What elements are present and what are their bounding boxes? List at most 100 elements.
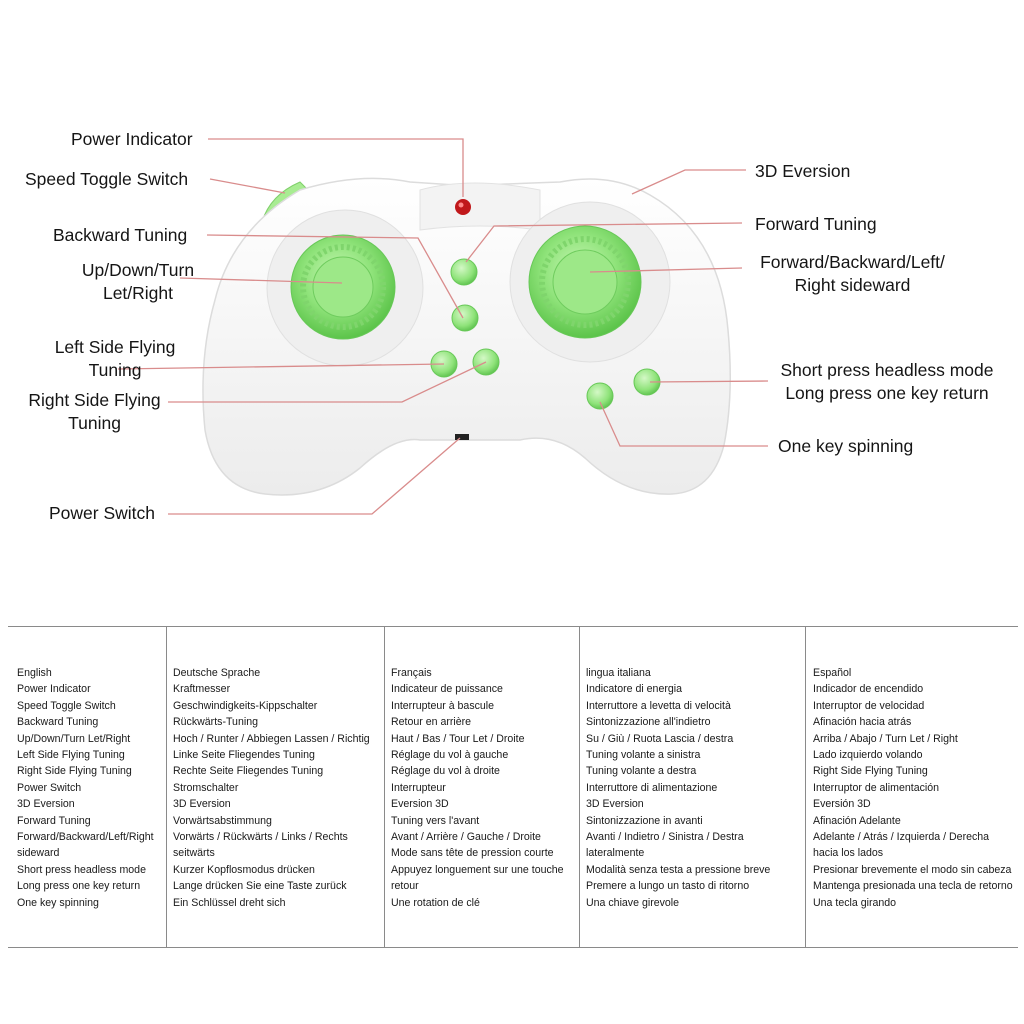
language-term: Stromschalter bbox=[173, 781, 239, 794]
language-term: Modalità senza testa a pressione breve bbox=[586, 863, 771, 876]
leader-speed-toggle bbox=[209, 178, 286, 194]
language-term: Mantenga presionada una tecla de retorno bbox=[813, 880, 1013, 893]
language-term: Afinación hacia atrás bbox=[813, 716, 912, 729]
label-forward-tuning: Forward Tuning bbox=[755, 214, 877, 234]
forward-tuning-button-shape bbox=[450, 258, 478, 286]
label-3d-eversion: 3D Eversion bbox=[755, 161, 851, 181]
language-term: Linke Seite Fliegendes Tuning bbox=[173, 749, 315, 762]
language-term: Indicador de encendido bbox=[813, 683, 924, 696]
language-term: Tuning volante a sinistra bbox=[586, 749, 701, 762]
language-term: Lange drücken Sie eine Taste zurück bbox=[173, 880, 347, 893]
language-heading: Deutsche Sprache bbox=[173, 667, 261, 679]
language-term: sideward bbox=[17, 847, 60, 860]
language-term: Mode sans tête de pression courte bbox=[391, 847, 554, 860]
language-term: 3D Eversion bbox=[17, 798, 75, 811]
language-term: Short press headless mode bbox=[17, 863, 146, 876]
language-term: Geschwindigkeits-Kippschalter bbox=[173, 699, 318, 712]
language-term: Vorwärtsabstimmung bbox=[173, 814, 272, 827]
language-heading: Español bbox=[813, 667, 852, 679]
leader-fblr bbox=[589, 267, 743, 273]
language-term: Tuning volante a destra bbox=[586, 765, 697, 778]
language-term: Lado izquierdo volando bbox=[813, 749, 923, 762]
language-term: Une rotation de clé bbox=[391, 896, 480, 909]
language-heading: lingua italiana bbox=[586, 667, 651, 679]
language-term: Vorwärts / Rückwärts / Links / Rechts bbox=[173, 831, 348, 844]
language-term: Indicatore di energia bbox=[586, 683, 682, 696]
language-term: Adelante / Atrás / Izquierda / Derecha bbox=[813, 831, 990, 844]
left-joystick-shape bbox=[290, 234, 396, 340]
language-term: Left Side Flying Tuning bbox=[17, 749, 125, 762]
language-term: Rechte Seite Fliegendes Tuning bbox=[173, 765, 324, 778]
controller-diagram bbox=[117, 138, 769, 515]
language-term: Eversion 3D bbox=[391, 798, 449, 811]
power-indicator-led bbox=[455, 199, 471, 215]
backward-tuning-button-shape bbox=[451, 304, 479, 332]
language-term: Ein Schlüssel dreht sich bbox=[173, 896, 286, 909]
language-term: seitwärts bbox=[173, 847, 215, 860]
language-term: Avanti / Indietro / Sinistra / Destra bbox=[586, 831, 744, 844]
language-term: Retour en arrière bbox=[391, 716, 472, 729]
label-power-switch: Power Switch bbox=[49, 503, 156, 523]
leader-power-switch bbox=[168, 437, 461, 515]
label-power-indicator: Power Indicator bbox=[71, 129, 193, 149]
label-updown-turn: Up/Down/Turn Let/Right bbox=[81, 260, 195, 303]
language-term: Indicateur de puissance bbox=[391, 683, 503, 696]
power-switch-shape bbox=[455, 434, 469, 440]
label-left-side-flying-tuning: Left Side Flying Tuning bbox=[54, 337, 176, 380]
leader-forward-tuning bbox=[465, 222, 743, 263]
language-term: hacia los lados bbox=[813, 847, 884, 860]
language-term: Interruttore a levetta di velocità bbox=[586, 699, 731, 712]
language-term: Sintonizzazione all'indietro bbox=[586, 716, 711, 729]
language-term: Su / Giù / Ruota Lascia / destra bbox=[586, 732, 734, 745]
language-term: Avant / Arrière / Gauche / Droite bbox=[391, 831, 541, 844]
language-term: Réglage du vol à gauche bbox=[391, 749, 509, 762]
language-term: Réglage du vol à droite bbox=[391, 765, 500, 778]
language-term: Forward Tuning bbox=[17, 814, 91, 827]
language-term: Arriba / Abajo / Turn Let / Right bbox=[813, 732, 958, 745]
language-term: Backward Tuning bbox=[17, 716, 99, 729]
language-term: Right Side Flying Tuning bbox=[17, 765, 132, 778]
language-term: Tuning vers l'avant bbox=[391, 814, 480, 827]
language-term: Una chiave girevole bbox=[586, 896, 680, 909]
language-term: retour bbox=[391, 880, 419, 893]
language-term: Appuyez longuement sur une touche bbox=[391, 863, 564, 876]
language-term: Interrupteur bbox=[391, 781, 446, 794]
language-term: Power Switch bbox=[17, 781, 82, 794]
language-term: 3D Eversion bbox=[173, 798, 231, 811]
label-forward-backward-left-right: Forward/Backward/Left/ Right sideward bbox=[760, 252, 945, 295]
leader-3d-eversion bbox=[631, 169, 746, 195]
language-term: Hoch / Runter / Abbiegen Lassen / Richti… bbox=[173, 732, 370, 745]
leader-right-flying bbox=[168, 361, 487, 403]
label-backward-tuning: Backward Tuning bbox=[53, 225, 188, 245]
leader-backward-tuning bbox=[206, 234, 464, 319]
leader-headless bbox=[649, 380, 769, 383]
language-term: Premere a lungo un tasto di ritorno bbox=[586, 880, 750, 893]
language-heading: English bbox=[17, 667, 52, 679]
language-term: Eversión 3D bbox=[813, 798, 871, 811]
language-term: Una tecla girando bbox=[813, 896, 897, 909]
language-term: Haut / Bas / Tour Let / Droite bbox=[391, 732, 525, 745]
language-term: Kraftmesser bbox=[173, 683, 231, 696]
language-term: Interrupteur à bascule bbox=[391, 699, 495, 712]
language-term: One key spinning bbox=[17, 896, 99, 909]
label-right-side-flying-tuning: Right Side Flying Tuning bbox=[28, 390, 161, 433]
leader-updown-turn bbox=[179, 277, 343, 284]
language-term: Interruptor de velocidad bbox=[813, 699, 925, 712]
right-joystick-shape bbox=[528, 225, 642, 339]
language-term: lateralmente bbox=[586, 847, 645, 860]
leader-power-indicator bbox=[208, 138, 464, 197]
language-term: Power Indicator bbox=[17, 683, 91, 696]
leader-one-key-spinning bbox=[599, 401, 768, 447]
language-term: Interruttore di alimentazione bbox=[586, 781, 718, 794]
language-term: Forward/Backward/Left/Right bbox=[17, 831, 154, 844]
language-term: Presionar brevemente el modo sin cabeza bbox=[813, 863, 1012, 876]
language-term: Rückwärts-Tuning bbox=[173, 716, 258, 729]
language-heading: Français bbox=[391, 667, 432, 679]
language-term: Right Side Flying Tuning bbox=[813, 765, 928, 778]
language-term: Interruptor de alimentación bbox=[813, 781, 940, 794]
